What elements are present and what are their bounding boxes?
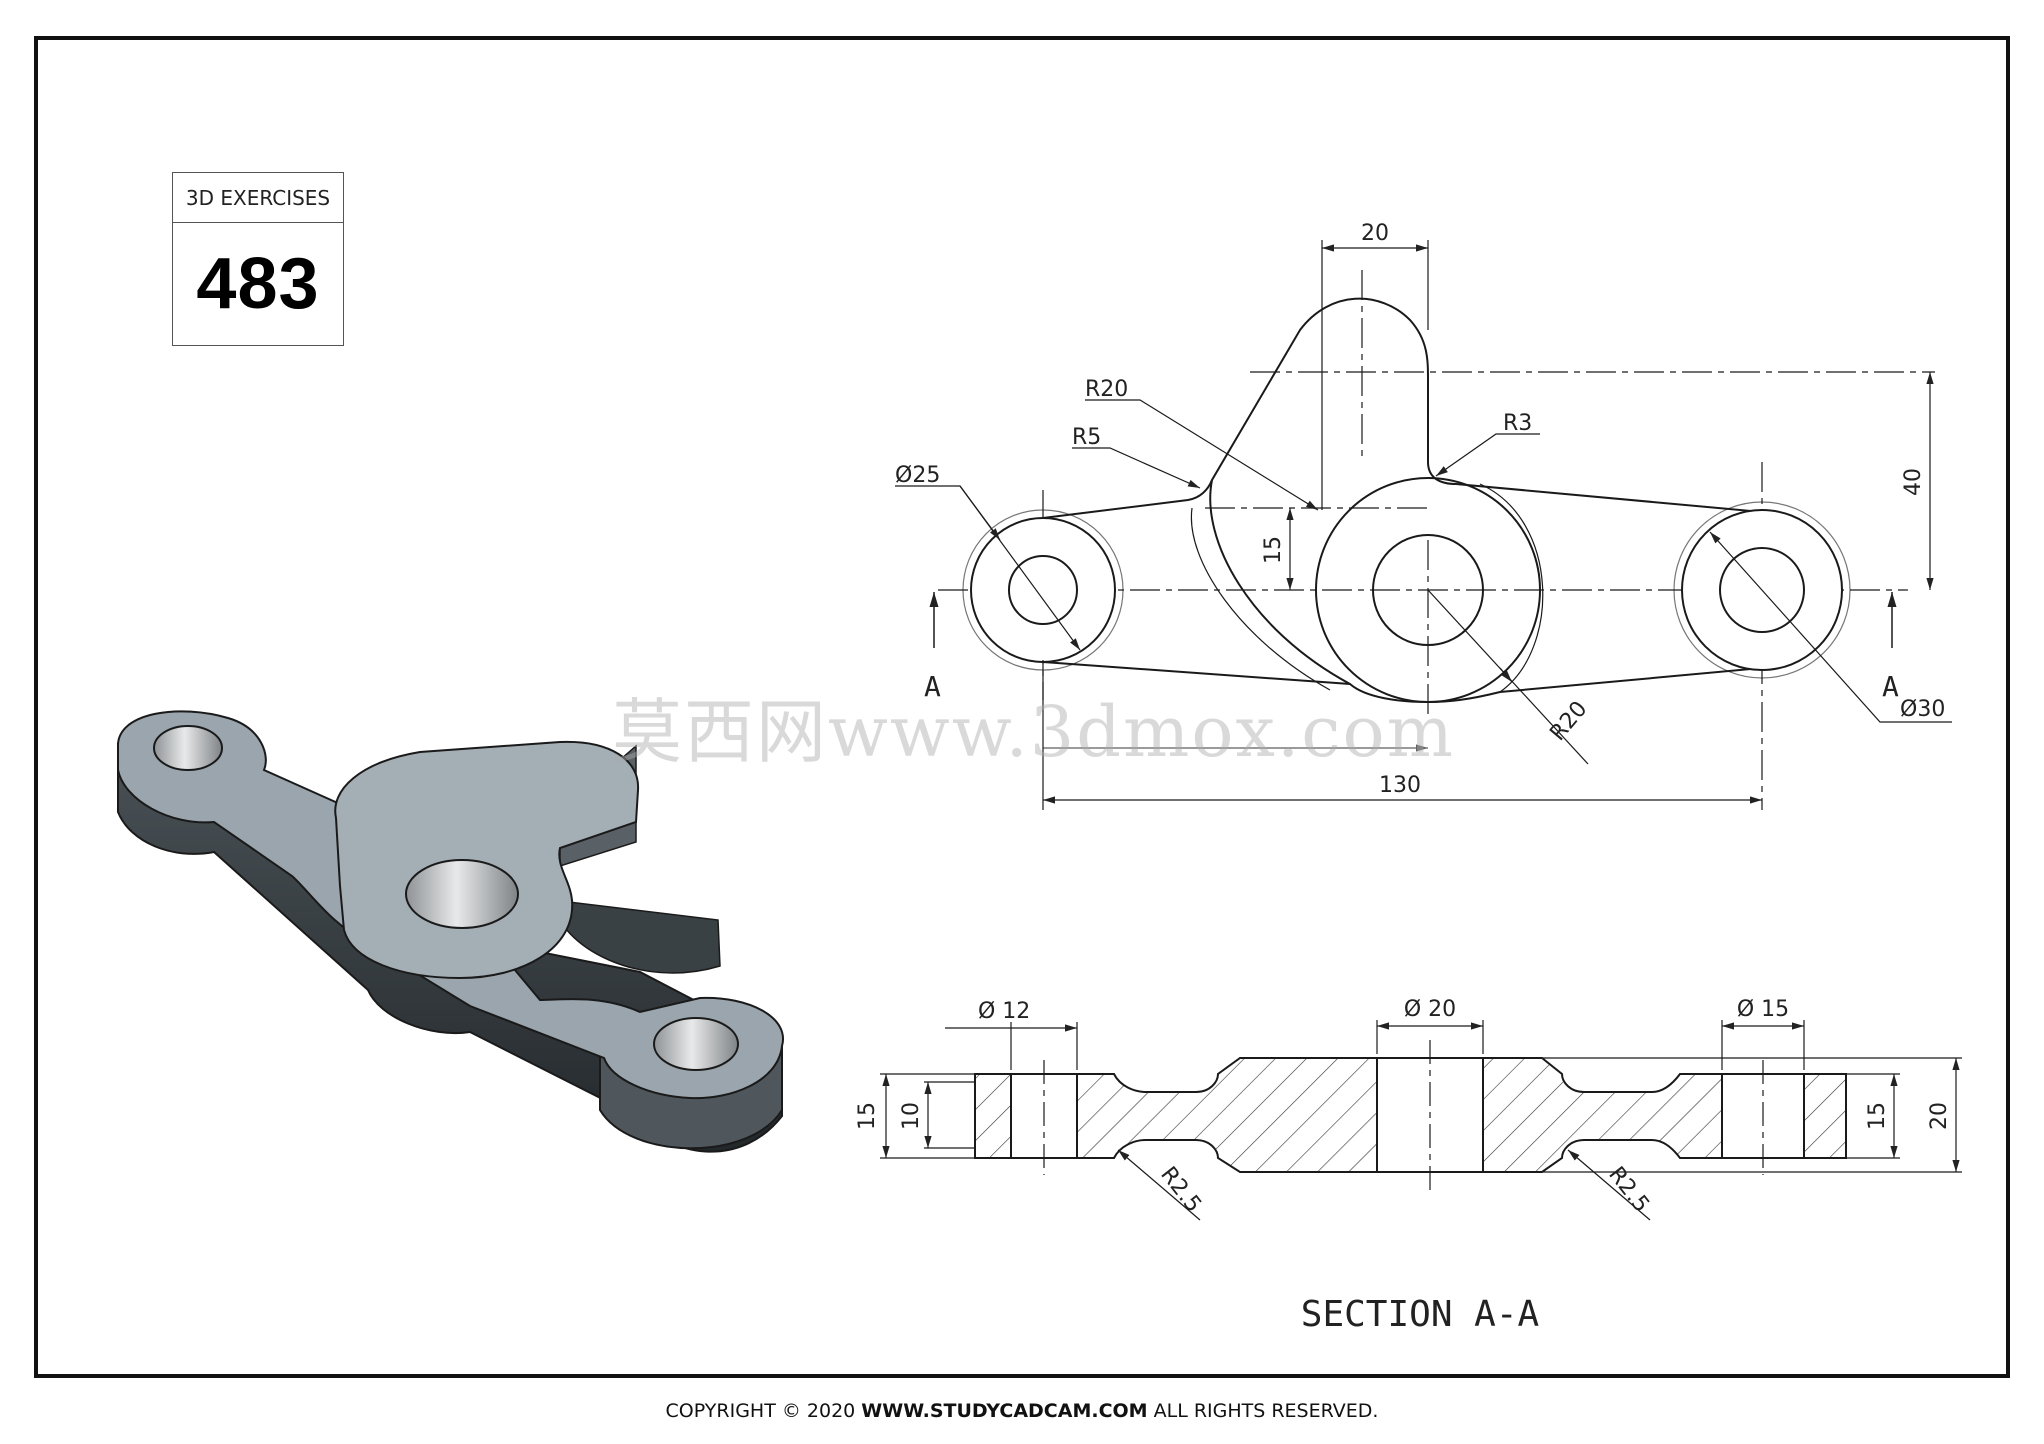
leader-r20-lower-arrow: [1499, 667, 1513, 683]
top-right-hole: [1719, 547, 1805, 633]
dim-130-text: 130: [1379, 773, 1421, 798]
isometric-view: [117, 710, 785, 1153]
dim-dia25-text: Ø25: [895, 463, 940, 488]
leader-r5: [1072, 447, 1201, 489]
copyright-site: WWW.STUDYCADCAM.COM: [861, 1400, 1148, 1422]
dim-15-text: 15: [1261, 536, 1286, 564]
dim-d20-text: Ø 20: [1404, 997, 1456, 1022]
top-left-hole: [1008, 555, 1078, 625]
dim-left15-text: 15: [855, 1102, 880, 1130]
iso-right-hole: [653, 1017, 739, 1071]
dim-r25-left-text: R2.5: [1155, 1162, 1206, 1217]
section-mark-right: A: [1882, 670, 1899, 703]
top-boss-fillet-right: [1479, 483, 1544, 693]
iso-center-hole: [405, 859, 519, 929]
dim-right20-text: 20: [1927, 1102, 1952, 1130]
leader-dia25-back: [959, 485, 1001, 541]
copyright-footer: COPYRIGHT © 2020 WWW.STUDYCADCAM.COM ALL…: [0, 1400, 2044, 1422]
leader-r25-left: [1117, 1149, 1201, 1221]
leader-dia30: [1709, 531, 1952, 723]
top-outline: [1042, 297, 1763, 704]
dim-r5-text: R5: [1072, 425, 1101, 450]
exercise-badge: 3D EXERCISES 483: [172, 172, 344, 346]
iso-left-hole: [153, 725, 223, 771]
drawing-frame: [34, 36, 2010, 1378]
dim-left10-text: 10: [899, 1102, 924, 1130]
section-mark-left: A: [924, 670, 941, 703]
top-center-hole: [1372, 534, 1484, 646]
copyright-prefix: COPYRIGHT © 2020: [665, 1400, 862, 1422]
copyright-suffix: ALL RIGHTS RESERVED.: [1147, 1400, 1379, 1422]
dim-dia30-text: Ø30: [1900, 697, 1945, 722]
top-left-boss: [970, 517, 1116, 663]
leader-r3: [1435, 433, 1540, 477]
dim-r25-right-text: R2.5: [1603, 1162, 1654, 1217]
dim-right15-text: 15: [1865, 1102, 1890, 1130]
top-view: [895, 240, 1952, 810]
top-boss-fillet: [1190, 507, 1331, 691]
section-title: SECTION A-A: [1301, 1294, 1540, 1335]
dim-r3-text: R3: [1503, 411, 1532, 436]
top-boss-left-edge: [1209, 479, 1351, 685]
top-right-boss-fillet: [1673, 501, 1851, 679]
leader-r25-right: [1567, 1149, 1651, 1221]
badge-title: 3D EXERCISES: [173, 173, 343, 223]
dim-40-text: 40: [1901, 468, 1926, 496]
exercise-number: 483: [196, 244, 320, 324]
dim-20-text: 20: [1361, 221, 1389, 246]
iso-center-boss-top: [334, 740, 640, 980]
top-center-boss: [1315, 477, 1541, 703]
leader-r20-upper: [1085, 399, 1319, 511]
dim-d15-text: Ø 15: [1737, 997, 1789, 1022]
dim-r20-lower-text: R20: [1545, 697, 1592, 746]
section-view: [880, 1020, 1962, 1221]
dim-r20-upper-text: R20: [1085, 377, 1128, 402]
watermark: 莫西网www.3dmox.com: [612, 691, 1456, 773]
dim-d12-text: Ø 12: [978, 999, 1030, 1024]
